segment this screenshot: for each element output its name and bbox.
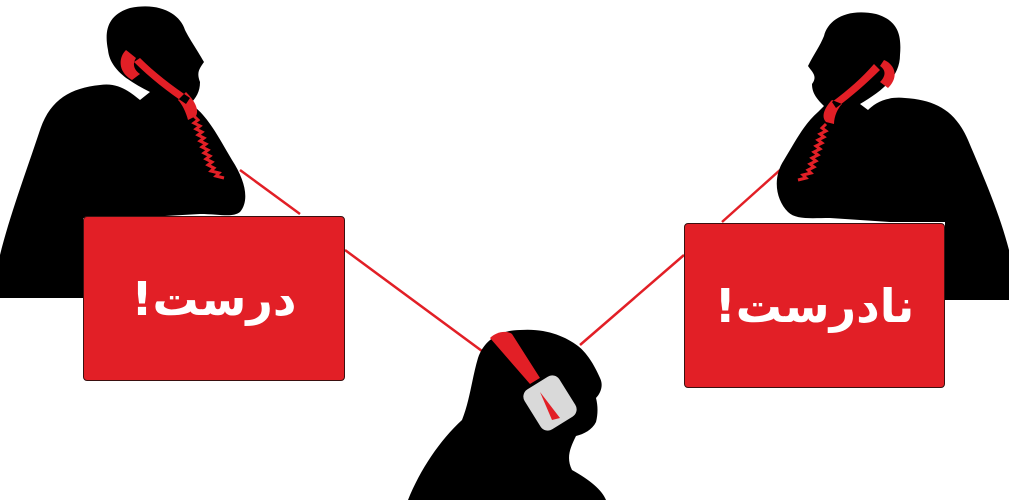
wire-right-to-box	[722, 170, 780, 222]
right-caller-label: نادرست!	[715, 279, 915, 333]
left-caller-label: درست!	[132, 272, 297, 326]
wire-left-to-box	[240, 170, 300, 214]
wire-right-to-listener	[580, 255, 684, 345]
label-box-left: درست!	[83, 216, 345, 381]
label-box-right: نادرست!	[684, 223, 945, 388]
